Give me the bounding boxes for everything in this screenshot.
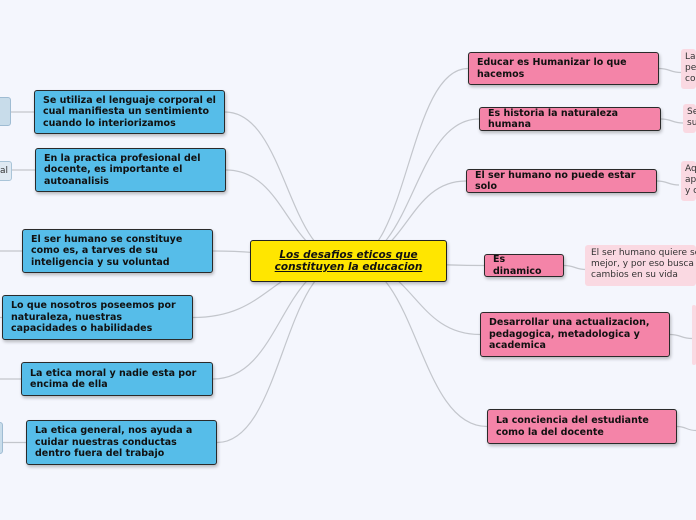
right-topic-4-label: Es dinamico xyxy=(493,254,542,277)
left-topic-4-label: Lo que nosotros poseemos por naturaleza,… xyxy=(11,300,176,335)
right-topic-4[interactable]: Es dinamico xyxy=(484,254,564,277)
link-right-note-1 xyxy=(658,67,682,74)
left-topic-1-label: Se utiliza el lenguaje corporal el cual … xyxy=(43,94,216,129)
left-topic-2[interactable]: En la practica profesional del docente, … xyxy=(35,148,226,192)
right-note-2: Se su xyxy=(683,104,696,133)
left-topic-1[interactable]: Se utiliza el lenguaje corporal el cual … xyxy=(34,90,225,134)
link-right-1 xyxy=(348,67,469,262)
right-note-3: Aq ap y c xyxy=(681,161,696,201)
right-topic-2[interactable]: Es historia la naturaleza humana xyxy=(479,107,661,131)
link-right-note-6 xyxy=(676,425,696,432)
right-topic-1[interactable]: Educar es Humanizar lo que hacemos xyxy=(468,52,659,85)
central-topic-label: Los desafios eticos que constituyen la e… xyxy=(274,249,423,273)
left-topic-6[interactable]: La etica general, nos ayuda a cuidar nue… xyxy=(26,420,217,465)
left-note-1 xyxy=(0,97,11,126)
right-note-1: La pe co xyxy=(681,49,696,89)
right-note-4: El ser humano quiere se mejor, y por eso… xyxy=(585,245,696,286)
right-topic-2-label: Es historia la naturaleza humana xyxy=(488,107,619,131)
right-topic-1-label: Educar es Humanizar lo que hacemos xyxy=(477,57,627,80)
right-topic-5-label: Desarrollar una actualizacion, pedagogic… xyxy=(489,317,650,352)
left-topic-4[interactable]: Lo que nosotros poseemos por naturaleza,… xyxy=(2,295,193,340)
left-topic-5-label: La etica moral y nadie esta por encima d… xyxy=(30,367,197,391)
left-topic-3[interactable]: El ser humano se constituye como es, a t… xyxy=(22,229,213,273)
link-right-6 xyxy=(348,260,488,428)
left-note-2: al xyxy=(0,161,12,181)
right-topic-6[interactable]: La conciencia del estudiante como la del… xyxy=(487,409,677,444)
link-right-note-2 xyxy=(660,118,684,124)
central-topic[interactable]: Los desafios eticos que constituyen la e… xyxy=(250,240,447,282)
left-topic-3-label: El ser humano se constituye como es, a t… xyxy=(31,233,183,268)
link-left-1 xyxy=(224,111,349,262)
link-left-6 xyxy=(216,260,349,444)
right-topic-3-label: El ser humano no puede estar solo xyxy=(475,169,636,193)
right-topic-6-label: La conciencia del estudiante como la del… xyxy=(496,415,649,438)
left-topic-2-label: En la practica profesional del docente, … xyxy=(44,152,201,187)
left-note-3 xyxy=(0,422,3,454)
left-note-2-text: al xyxy=(0,166,9,176)
link-right-note-3 xyxy=(656,180,680,186)
left-topic-6-label: La etica general, nos ayuda a cuidar nue… xyxy=(35,425,193,460)
link-right-note-4 xyxy=(563,264,587,271)
left-topic-5[interactable]: La etica moral y nadie esta por encima d… xyxy=(21,362,213,396)
right-topic-5[interactable]: Desarrollar una actualizacion, pedagogic… xyxy=(480,312,670,357)
right-topic-3[interactable]: El ser humano no puede estar solo xyxy=(466,169,657,193)
link-right-note-5 xyxy=(669,333,693,340)
right-note-5 xyxy=(692,305,696,365)
